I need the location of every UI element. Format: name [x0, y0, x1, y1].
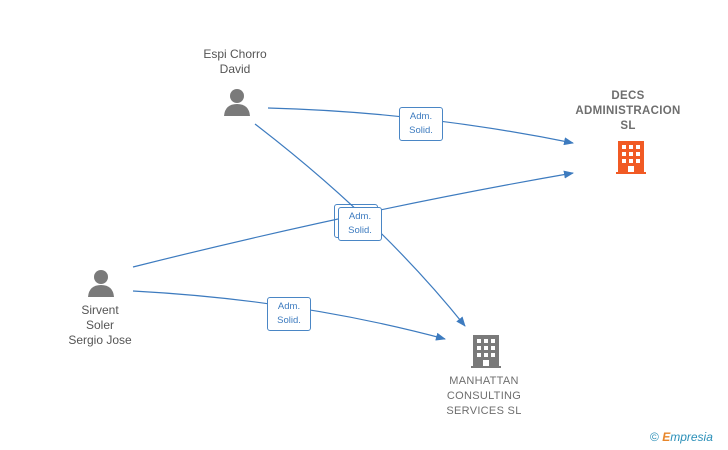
relation-label-line: Solid. [409, 125, 433, 136]
person-name-line: Sirvent [81, 303, 119, 317]
company-label-manhattan[interactable]: MANHATTAN CONSULTING SERVICES SL [424, 374, 544, 419]
relation-label[interactable]: Adm. Solid. [334, 204, 382, 241]
person-label-espi[interactable]: Espi Chorro David [190, 47, 280, 77]
person-icon[interactable] [88, 270, 114, 297]
person-name-line: Espi Chorro [203, 47, 267, 61]
relation-label-line: Adm. [409, 111, 433, 122]
person-name-line: Sergio Jose [68, 333, 132, 347]
relation-label-line: Solid. [277, 315, 301, 326]
company-name-line: MANHATTAN [449, 375, 519, 387]
company-name-line: ADMINISTRACION [575, 105, 681, 117]
person-name-line: Soler [85, 318, 114, 332]
relation-label-line: Adm. [348, 211, 372, 222]
building-icon[interactable] [471, 335, 501, 368]
person-icon[interactable] [224, 89, 250, 116]
company-name-line: SL [620, 120, 636, 132]
building-icon[interactable] [616, 141, 646, 174]
company-label-decs[interactable]: DECS ADMINISTRACION SL [563, 89, 693, 134]
company-name-line: DECS [611, 90, 645, 102]
copyright-symbol: © [650, 430, 659, 444]
brand-initial: E [662, 430, 671, 444]
relation-label-line: Adm. [277, 301, 301, 312]
relation-label-line: Solid. [348, 225, 372, 236]
person-name-line: David [219, 62, 251, 76]
company-name-line: CONSULTING [446, 390, 522, 402]
person-label-sirvent[interactable]: Sirvent Soler Sergio Jose [55, 303, 145, 348]
relation-label[interactable]: Adm. Solid. [399, 107, 443, 141]
relation-label[interactable]: Adm. Solid. [267, 297, 311, 331]
empresia-watermark: © Empresia [650, 430, 713, 444]
brand-name: mpresia [670, 430, 713, 444]
company-name-line: SERVICES SL [446, 405, 522, 417]
